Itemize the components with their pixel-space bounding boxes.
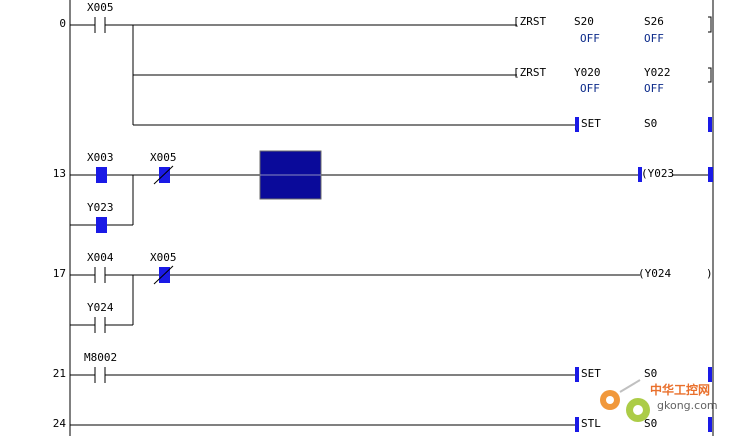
contact-x005[interactable]: X005 — [87, 1, 114, 33]
set-instruction[interactable]: SET S0 — [575, 117, 712, 132]
instruction-name: SET — [581, 367, 601, 380]
contact-label: X005 — [150, 151, 177, 164]
bracket-close-icon — [708, 16, 712, 33]
step-number: 24 — [53, 417, 67, 430]
energized-nc-contact-icon — [159, 267, 170, 283]
operand-1: S0 — [644, 367, 657, 380]
operand-1: Y020 — [574, 66, 601, 79]
contact-label: X003 — [87, 151, 114, 164]
step-number: 17 — [53, 267, 66, 280]
set-instruction[interactable]: SET S0 — [575, 367, 712, 382]
energized-nc-contact-icon — [159, 167, 170, 183]
energized-coil-icon — [708, 167, 713, 182]
energized-contact-icon — [96, 217, 107, 233]
energized-bracket-icon — [575, 367, 579, 382]
instruction-name: [ZRST — [513, 66, 546, 79]
contact-x004[interactable]: X004 — [87, 251, 114, 283]
stl-instruction[interactable]: STL S0 — [575, 417, 712, 432]
operand-2: Y022 — [644, 66, 671, 79]
energized-coil-icon — [638, 167, 642, 182]
contact-label: X005 — [87, 1, 114, 14]
rung-21[interactable]: 21 M8002 SET S0 — [53, 351, 712, 383]
contact-x005-nc[interactable]: X005 — [150, 151, 177, 185]
watermark-en: gkong.com — [657, 399, 718, 412]
energized-bracket-icon — [708, 417, 712, 432]
operand-1: S0 — [644, 117, 657, 130]
operand-1-state: OFF — [580, 32, 600, 45]
contact-label: X005 — [150, 251, 177, 264]
watermark-cn: 中华工控网 — [650, 382, 710, 397]
contact-label: Y023 — [87, 201, 114, 214]
coil-close-icon: ) — [706, 267, 713, 280]
instruction-name: [ZRST — [513, 15, 546, 28]
contact-x005-nc[interactable]: X005 — [150, 251, 177, 285]
energized-bracket-icon — [575, 117, 579, 132]
output-coil-y024[interactable]: (Y024 ) — [638, 267, 713, 280]
zrst-instruction-1[interactable]: [ZRST S20 OFF S26 OFF — [513, 15, 712, 45]
operand-2-state: OFF — [644, 82, 664, 95]
operand-2-state: OFF — [644, 32, 664, 45]
contact-y024[interactable]: Y024 — [87, 301, 114, 333]
contact-label: Y024 — [87, 301, 114, 314]
operand-1-state: OFF — [580, 82, 600, 95]
rung-24[interactable]: 24 STL S0 — [53, 417, 712, 432]
coil-label: (Y024 — [638, 267, 671, 280]
operand-1: S0 — [644, 417, 657, 430]
step-number: 13 — [53, 167, 66, 180]
energized-bracket-icon — [575, 417, 579, 432]
contact-label: X004 — [87, 251, 114, 264]
energized-bracket-icon — [708, 117, 712, 132]
step-number: 0 — [59, 17, 66, 30]
instruction-name: SET — [581, 117, 601, 130]
gear-icon — [600, 379, 650, 422]
operand-2: S26 — [644, 15, 664, 28]
contact-y023[interactable]: Y023 — [87, 201, 114, 233]
output-coil-y023[interactable]: (Y023 — [638, 167, 713, 182]
instruction-name: STL — [581, 417, 601, 430]
step-number: 21 — [53, 367, 66, 380]
coil-label: (Y023 — [641, 167, 674, 180]
zrst-instruction-2[interactable]: [ZRST Y020 OFF Y022 OFF — [513, 66, 712, 95]
watermark: 中华工控网 gkong.com — [600, 379, 718, 422]
bracket-close-icon — [708, 67, 712, 83]
contact-label: M8002 — [84, 351, 117, 364]
contact-x003[interactable]: X003 — [87, 151, 114, 183]
rung-13[interactable]: 13 X003 Y023 X005 (Y023 — [53, 150, 713, 233]
energized-bracket-icon — [708, 367, 712, 382]
rung-17[interactable]: 17 X004 Y024 X005 (Y024 ) — [53, 251, 713, 333]
energized-contact-icon — [96, 167, 107, 183]
rung-0[interactable]: 0 X005 [ZRST S20 OFF S26 OFF [ZRST Y020 … — [59, 1, 712, 132]
contact-m8002[interactable]: M8002 — [84, 351, 117, 383]
operand-1: S20 — [574, 15, 594, 28]
